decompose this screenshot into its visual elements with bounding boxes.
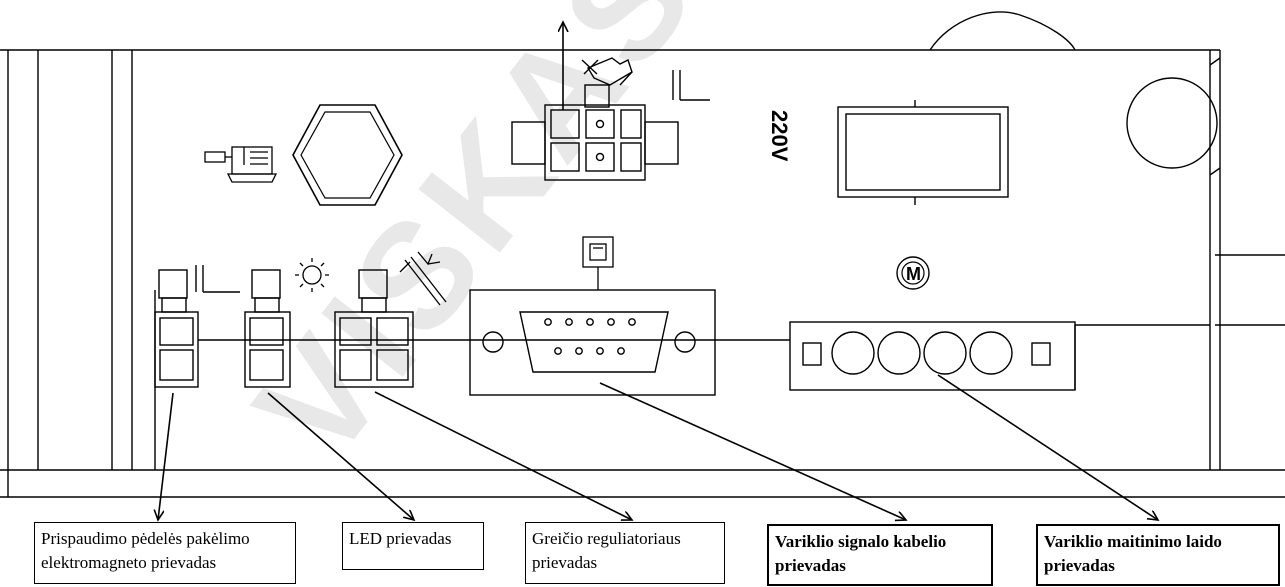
presser-foot-icon xyxy=(195,265,240,293)
led-connector xyxy=(244,269,291,388)
motor-power-connector xyxy=(789,321,1076,391)
speed-regulator-icon xyxy=(399,251,447,306)
arrow-motor-signal xyxy=(599,382,906,520)
label-motor-power-port: Variklio maitinimo laido prievadas xyxy=(1036,524,1280,586)
speed-regulator-connector xyxy=(334,269,414,388)
dsub-signal-connector xyxy=(469,289,716,396)
voltage-marking: 220V xyxy=(767,110,792,162)
callout-arrows xyxy=(158,22,1158,520)
presser-foot-connector xyxy=(154,269,199,388)
arrow-speed-regulator xyxy=(374,391,632,520)
svg-text:M: M xyxy=(906,264,921,284)
presser-foot-icon-top xyxy=(672,70,710,101)
power-switch xyxy=(837,100,1009,205)
label-led-port: LED prievadas xyxy=(342,522,484,570)
signal-plug-icon xyxy=(582,236,614,290)
arrow-led xyxy=(267,392,414,520)
thread-cutter-icon xyxy=(581,57,633,86)
label-motor-signal-port: Variklio signalo kabelio prievadas xyxy=(767,524,993,586)
arrow-motor-power xyxy=(937,374,1158,520)
top-connector xyxy=(511,84,679,181)
label-presser-foot-port: Prispaudimo pėdelės pakėlimo elektromagn… xyxy=(34,522,296,584)
large-circle-component xyxy=(1126,57,1221,176)
hexagon-mark xyxy=(292,104,403,206)
watermark: VISKAS SIU xyxy=(223,0,928,490)
led-light-icon xyxy=(295,258,329,292)
sewing-machine-icon xyxy=(204,146,278,183)
arrow-presser-foot xyxy=(158,392,174,520)
motor-symbol-icon: M xyxy=(896,256,930,290)
label-speed-regulator-port: Greičio reguliatoriaus prievadas xyxy=(525,522,725,584)
